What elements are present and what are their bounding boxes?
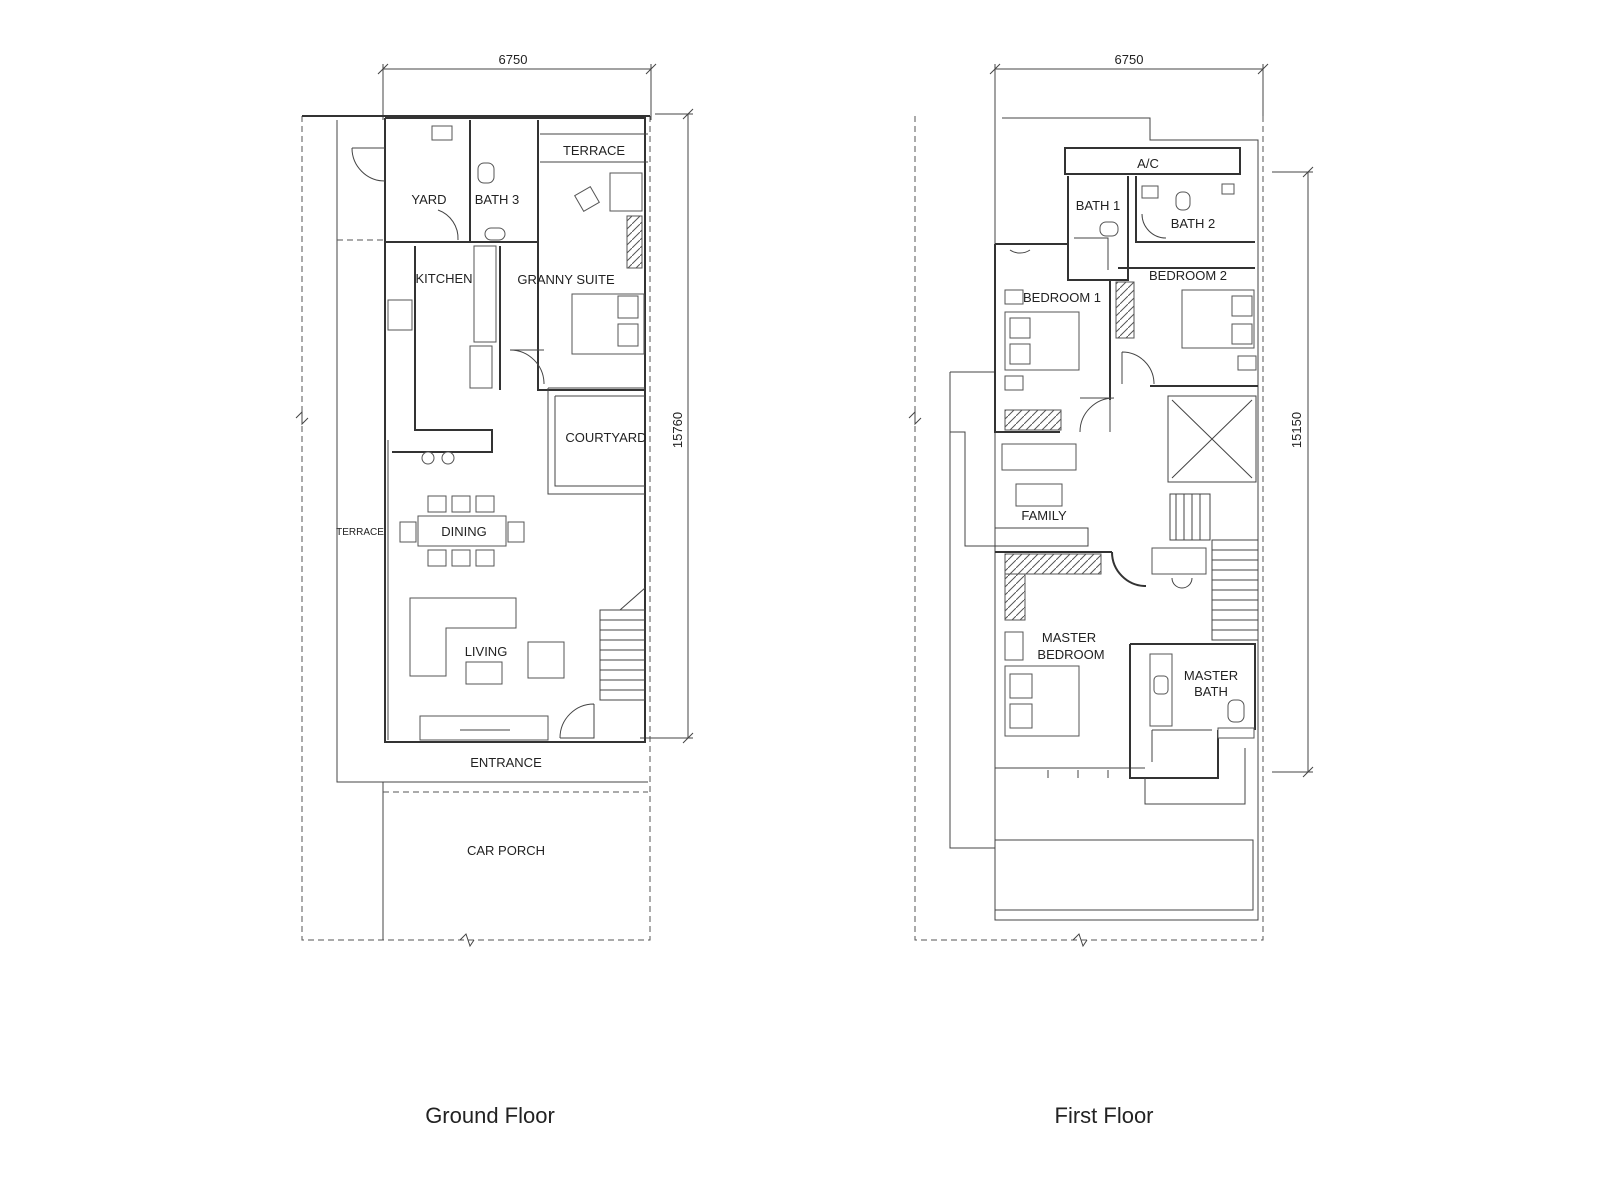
master-bath-label-line1: MASTER bbox=[1184, 668, 1238, 683]
bedroom1-label: BEDROOM 1 bbox=[1023, 290, 1101, 305]
dining-label: DINING bbox=[441, 524, 487, 539]
terrace-top-label: TERRACE bbox=[563, 143, 625, 158]
first-width-dimension: 6750 bbox=[989, 52, 1269, 120]
master-bedroom-label-line2: BEDROOM bbox=[1037, 647, 1104, 662]
family-label: FAMILY bbox=[1021, 508, 1067, 523]
first-depth-label: 15150 bbox=[1289, 412, 1304, 448]
ac-label: A/C bbox=[1137, 156, 1159, 171]
ground-width-dimension: 6750 bbox=[377, 52, 657, 120]
entrance-label: ENTRANCE bbox=[470, 755, 542, 770]
car-porch-label: CAR PORCH bbox=[467, 843, 545, 858]
master-bath-label-line2: BATH bbox=[1194, 684, 1228, 699]
ground-depth-label: 15760 bbox=[670, 412, 685, 448]
ground-floor-caption: Ground Floor bbox=[425, 1103, 555, 1128]
bath1-label: BATH 1 bbox=[1076, 198, 1121, 213]
bedroom2-label: BEDROOM 2 bbox=[1149, 268, 1227, 283]
courtyard-label: COURTYARD bbox=[565, 430, 646, 445]
yard-label: YARD bbox=[411, 192, 446, 207]
granny-suite-label: GRANNY SUITE bbox=[517, 272, 615, 287]
first-floor-plan: 6750 15150 A/C BATH 1 bbox=[908, 52, 1314, 1128]
ground-floor-plan: 6750 15760 YARD BATH 3 bbox=[295, 52, 694, 1128]
first-width-label: 6750 bbox=[1115, 52, 1144, 67]
master-bedroom-label-line1: MASTER bbox=[1042, 630, 1096, 645]
living-label: LIVING bbox=[465, 644, 508, 659]
ground-width-label: 6750 bbox=[499, 52, 528, 67]
ground-depth-dimension: 15760 bbox=[640, 108, 694, 744]
first-floor-caption: First Floor bbox=[1055, 1103, 1154, 1128]
first-depth-dimension: 15150 bbox=[1272, 166, 1314, 778]
terrace-side-label: TERRACE bbox=[336, 527, 384, 538]
bath3-label: BATH 3 bbox=[475, 192, 520, 207]
bath2-label: BATH 2 bbox=[1171, 216, 1216, 231]
kitchen-label: KITCHEN bbox=[415, 271, 472, 286]
